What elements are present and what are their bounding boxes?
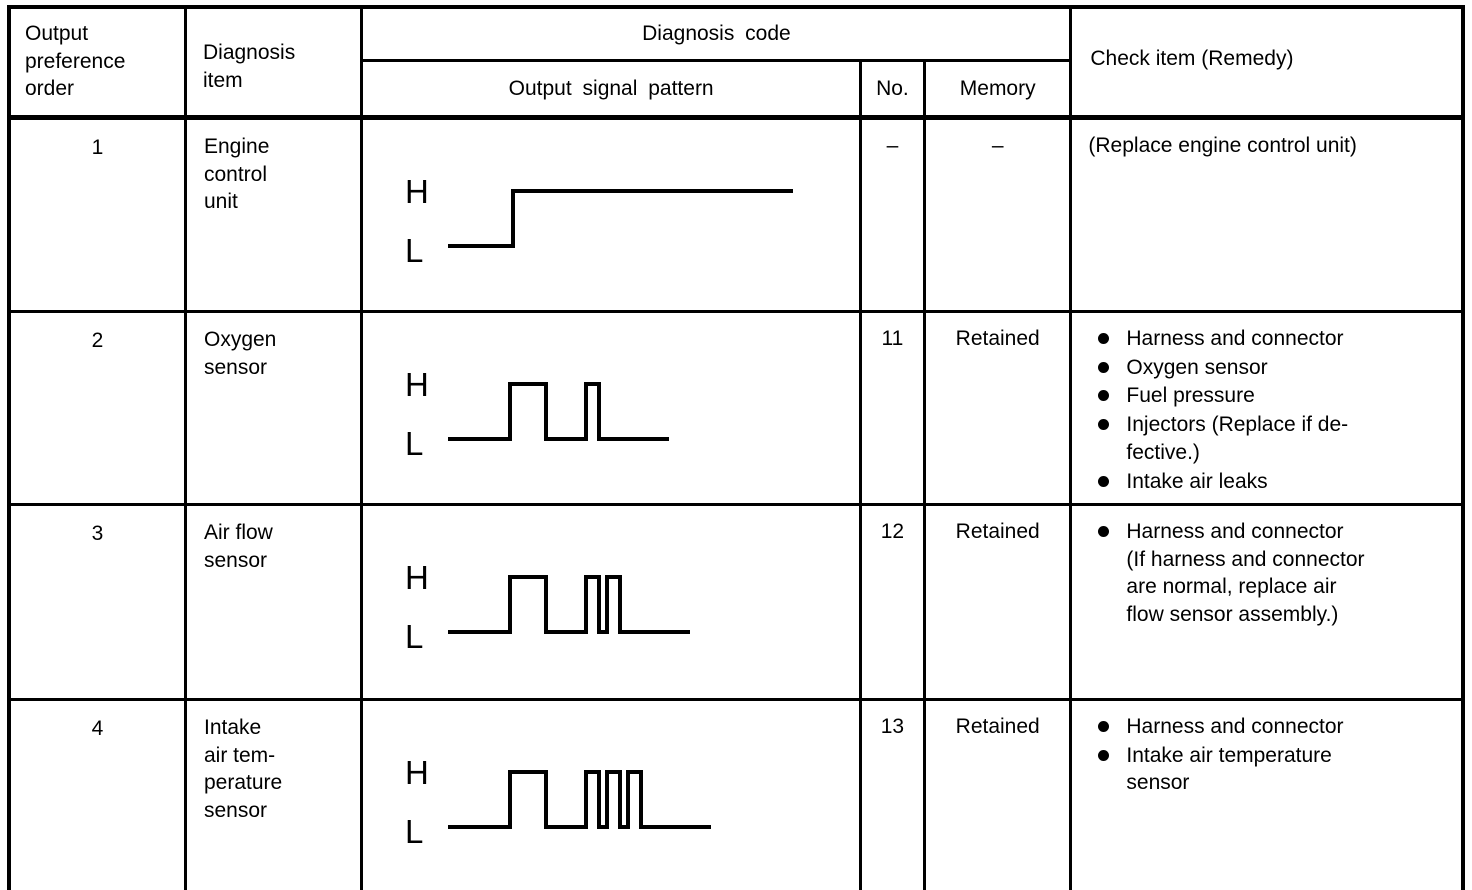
signal-low-label: L — [405, 425, 423, 462]
bullet-icon — [1098, 721, 1110, 732]
diagnosis-item-cell: Oxygen sensor — [183, 310, 364, 506]
table-header: Output preference order Diagnosis item D… — [7, 5, 1465, 119]
header-row-top: Output preference order Diagnosis item D… — [7, 5, 1465, 119]
signal-low-label: L — [405, 232, 423, 269]
code-no-cell: 11 — [858, 310, 927, 506]
bullet-icon — [1098, 361, 1110, 373]
check-list-item: Oxygen sensor — [1086, 354, 1455, 382]
code-no-cell: – — [858, 116, 927, 313]
bullet-icon — [1098, 475, 1110, 487]
check-item-cell: (Replace engine control unit) — [1069, 116, 1465, 313]
code-no-cell: 12 — [858, 503, 927, 701]
check-item-text: Injectors (Replace if de- fective.) — [1126, 413, 1349, 464]
order-cell: 4 — [7, 698, 187, 890]
check-item-text: Intake air temperature sensor — [1126, 743, 1332, 795]
check-item-text: Oxygen sensor — [1126, 355, 1268, 379]
signal-high-label: H — [405, 754, 429, 791]
signal-waveform-path — [448, 770, 712, 829]
memory-cell: – — [922, 116, 1073, 313]
header-diagnosis-item: Diagnosis item — [183, 5, 364, 119]
check-item-text: Harness and connector (If harness and co… — [1126, 520, 1365, 627]
bullet-icon — [1098, 749, 1110, 761]
diagnosis-item-cell: Engine control unit — [183, 116, 364, 313]
header-memory: Memory — [922, 59, 1073, 119]
diagnosis-item-cell: Air flow sensor — [183, 503, 364, 701]
memory-cell: Retained — [922, 503, 1073, 701]
diagnosis-item-cell: Intake air tem- perature sensor — [183, 698, 364, 890]
bullet-icon — [1098, 419, 1110, 431]
bullet-icon — [1098, 333, 1110, 344]
header-check-item-remedy: Check item (Remedy) — [1069, 5, 1465, 119]
check-list-item: (Replace engine control unit) — [1086, 132, 1455, 160]
check-item-text: Harness and connector — [1126, 327, 1344, 350]
check-list-item: Harness and connector (If harness and co… — [1086, 518, 1455, 629]
header-output-preference-order: Output preference order — [7, 5, 187, 119]
signal-waveform-path — [448, 189, 794, 248]
check-item-text: Fuel pressure — [1126, 384, 1255, 408]
check-item-text: (Replace engine control unit) — [1088, 134, 1357, 157]
signal-waveform-svg: HL — [405, 559, 691, 655]
code-no-cell: 13 — [858, 698, 927, 890]
header-output-signal-pattern: Output signal pattern — [360, 59, 862, 119]
order-cell: 3 — [7, 503, 187, 701]
memory-cell: Retained — [922, 310, 1073, 506]
signal-waveform-path — [448, 575, 691, 634]
check-list-item: Intake air temperature sensor — [1086, 742, 1455, 797]
check-item-cell: Harness and connector (If harness and co… — [1069, 503, 1465, 701]
signal-high-label: H — [405, 366, 429, 403]
order-cell: 1 — [7, 116, 187, 313]
signal-low-label: L — [405, 618, 423, 655]
signal-low-label: L — [405, 813, 423, 850]
check-list-item: Harness and connector — [1086, 713, 1455, 741]
header-no: No. — [858, 59, 927, 119]
header-row-sub: Output signal pattern No. Memory — [9, 59, 1463, 119]
signal-high-label: H — [405, 173, 429, 210]
signal-waveform-svg: HL — [405, 173, 794, 269]
diagnosis-code-table: Output preference order Diagnosis item D… — [7, 5, 1465, 890]
header-diagnosis-code: Diagnosis code — [360, 5, 1073, 62]
bullet-icon — [1098, 390, 1110, 402]
check-item-text: Harness and connector — [1126, 715, 1344, 738]
check-list-item: Injectors (Replace if de- fective.) — [1086, 411, 1455, 466]
check-list-item: Harness and connector — [1086, 325, 1455, 353]
memory-cell: Retained — [922, 698, 1073, 890]
check-item-text: Intake air leaks — [1126, 469, 1268, 493]
signal-waveform-svg: HL — [405, 366, 670, 462]
signal-waveform-path — [448, 382, 670, 441]
order-cell: 2 — [7, 310, 187, 506]
check-list-item: Intake air leaks — [1086, 468, 1455, 496]
signal-high-label: H — [405, 559, 429, 596]
bullet-icon — [1098, 526, 1110, 537]
signal-waveform-svg: HL — [405, 754, 712, 850]
check-list-item: Fuel pressure — [1086, 382, 1455, 410]
